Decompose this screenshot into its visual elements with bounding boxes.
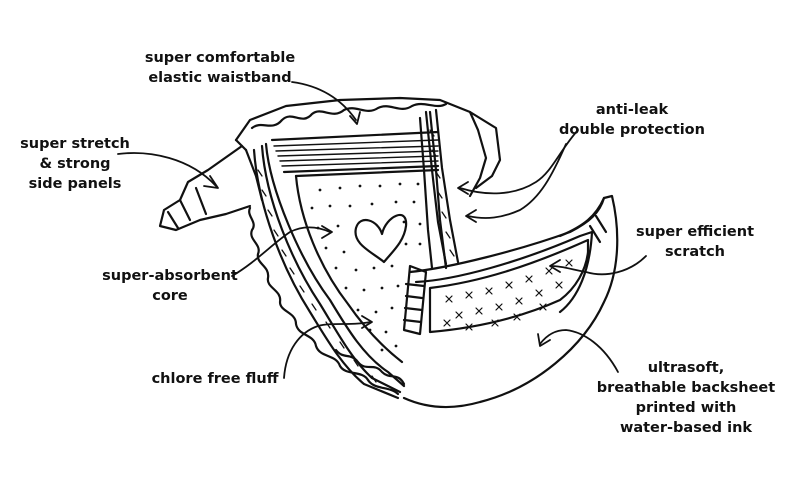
arrow-core	[231, 226, 331, 277]
ruffle-edge	[248, 206, 400, 396]
scratch-texture	[443, 259, 573, 331]
label-line: side panels	[28, 176, 122, 192]
label-line: super efficient	[635, 224, 755, 240]
heart-icon	[354, 213, 408, 264]
back-waistband	[234, 96, 502, 202]
elastic-waistband	[270, 130, 440, 174]
label-line: printed with	[635, 400, 737, 416]
scratch-strip	[402, 238, 590, 336]
label-line: double protection	[559, 122, 705, 138]
core-dots	[310, 182, 422, 352]
label-core: super-absorbent core	[100, 266, 240, 306]
label-line: chlore free fluff	[151, 371, 279, 387]
label-line: super-absorbent	[102, 268, 238, 284]
arrow-fluff	[283, 321, 371, 379]
left-side-tab	[158, 144, 252, 232]
label-waistband: super comfortable elastic waistband	[120, 48, 320, 88]
arrow-backsheet	[539, 329, 619, 373]
label-line: elastic waistband	[148, 70, 292, 86]
cuff-dashes	[257, 129, 455, 383]
label-scratch: super efficient scratch	[632, 222, 758, 262]
label-line: super stretch	[20, 136, 130, 152]
label-antileak: anti-leak double protection	[548, 100, 716, 140]
arrow-antileak-bottom	[467, 143, 567, 219]
label-line: water-based ink	[619, 420, 753, 436]
arrow-scratch	[551, 255, 647, 276]
front-flap	[402, 194, 619, 409]
label-fluff: chlore free fluff	[140, 369, 290, 389]
label-line: core	[152, 288, 188, 304]
arrow-waistband	[291, 81, 357, 121]
label-line: scratch	[664, 244, 725, 260]
label-line: breathable backsheet	[596, 380, 776, 396]
label-line: anti-leak	[595, 102, 669, 118]
bottom-ruffle	[334, 348, 406, 386]
label-line: super comfortable	[144, 50, 296, 66]
label-line: ultrasoft,	[647, 360, 725, 376]
label-sidepanels: super stretch & strong side panels	[10, 134, 140, 194]
annotation-arrows	[117, 81, 647, 379]
label-line: & strong	[39, 156, 111, 172]
arrow-sidepanels	[117, 152, 217, 187]
label-backsheet: ultrasoft, breathable backsheet printed …	[586, 358, 786, 438]
